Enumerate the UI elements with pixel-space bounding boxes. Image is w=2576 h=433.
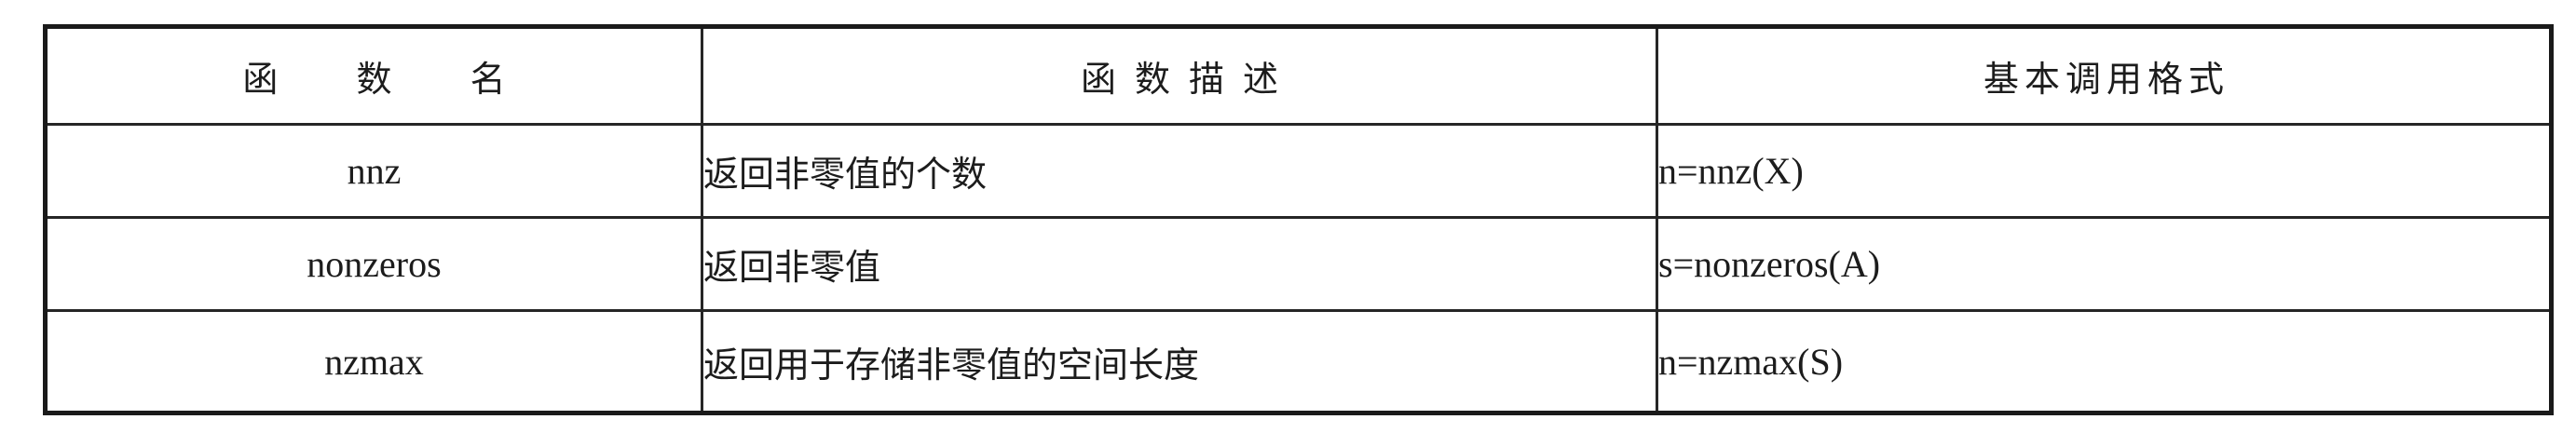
function-name-cell: nnz (44, 123, 703, 219)
header-function-description: 函数描述 (701, 25, 1658, 126)
function-description-cell: 返回非零值的个数 (701, 123, 1658, 219)
header-function-name: 函 数 名 (44, 25, 703, 126)
function-name-cell: nonzeros (44, 216, 703, 312)
function-description-cell: 返回非零值 (701, 216, 1658, 312)
function-name-cell: nzmax (44, 309, 703, 414)
table-row: nnz 返回非零值的个数 n=nnz(X) (44, 123, 2553, 219)
table-header-row: 函 数 名 函数描述 基本调用格式 (44, 25, 2553, 126)
header-basic-call-format: 基本调用格式 (1656, 25, 2553, 126)
call-format-cell: n=nzmax(S) (1656, 309, 2553, 414)
function-description-cell: 返回用于存储非零值的空间长度 (701, 309, 1658, 414)
call-format-cell: n=nnz(X) (1656, 123, 2553, 219)
function-table: 函 数 名 函数描述 基本调用格式 nnz 返回非零值的个数 n=nnz(X) … (43, 24, 2554, 415)
table-row: nonzeros 返回非零值 s=nonzeros(A) (44, 216, 2553, 312)
table-row: nzmax 返回用于存储非零值的空间长度 n=nzmax(S) (44, 309, 2553, 414)
call-format-cell: s=nonzeros(A) (1656, 216, 2553, 312)
